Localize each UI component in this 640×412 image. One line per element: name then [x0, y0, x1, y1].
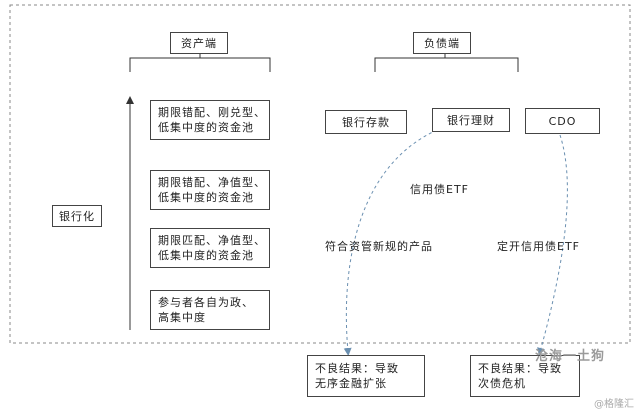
liability-side-title: 负债端	[413, 32, 471, 54]
cdo-box: CDO	[525, 108, 600, 134]
bank-deposit-box: 银行存款	[325, 110, 407, 134]
asset-item-net-value-pool: 期限错配、净值型、 低集中度的资金池	[150, 170, 270, 210]
asset-side-title: 资产端	[170, 32, 228, 54]
outcome-right-box: 不良结果：导致 次债危机	[470, 355, 580, 397]
cdo-to-outcome-curve	[537, 134, 568, 356]
asset-item-matched-pool: 期限匹配、净值型、 低集中度的资金池	[150, 228, 270, 268]
asset-item-rigid-pool: 期限错配、刚兑型、 低集中度的资金池	[150, 100, 270, 140]
wealth-to-outcome-curve	[343, 129, 438, 356]
credit-etf-label: 信用债ETF	[410, 183, 469, 196]
outer-dashed-frame	[9, 4, 631, 344]
outcome-left-box: 不良结果：导致 无序金融扩张	[307, 355, 425, 397]
asset-bracket	[129, 53, 271, 72]
liability-bracket	[374, 53, 519, 72]
bank-wealth-mgmt-box: 银行理财	[432, 108, 510, 132]
source-watermark: @格隆汇	[594, 399, 634, 410]
asset-item-high-concentration: 参与者各自为政、 高集中度	[150, 290, 270, 330]
bankization-label: 银行化	[52, 205, 102, 227]
author-stamp-watermark: 沧海一土狗	[535, 349, 606, 364]
open-credit-etf-label: 定开信用债ETF	[497, 240, 580, 253]
compliant-product-label: 符合资管新规的产品	[325, 240, 433, 253]
